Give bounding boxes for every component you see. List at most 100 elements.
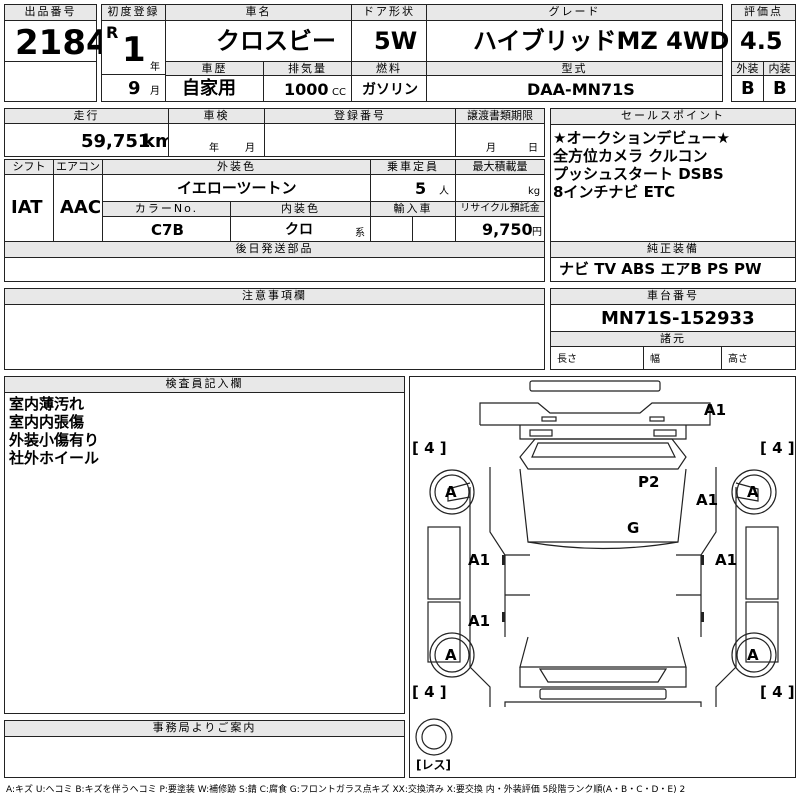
import-cell-2 (412, 216, 456, 242)
equipment-header: 純正装備 (550, 241, 796, 258)
damage-mark: A (445, 483, 457, 501)
month-unit: 月 (150, 86, 160, 97)
grade-header: グレード (426, 4, 723, 21)
lot-blank-cell (4, 61, 97, 102)
notes-header: 注意事項欄 (4, 288, 545, 305)
specs-header: 諸元 (550, 331, 796, 347)
door-type: 5W (374, 27, 418, 55)
first-registration-header: 初度登録 (101, 4, 166, 21)
exterior-header: 外装 (731, 61, 764, 76)
chassis-cell: MN71S-152933 (550, 304, 796, 332)
damage-mark: A1 (715, 551, 738, 569)
recycle-fee: 9,750 (482, 220, 533, 239)
reg-month: 9 (128, 78, 141, 99)
parts-later-header: 後日発送部品 (4, 241, 545, 258)
shift-header: シフト (4, 159, 54, 175)
mileage-cell: 59,751 km (4, 123, 174, 157)
car-name-header: 車名 (165, 4, 352, 21)
sales-point-box: ★オークションデビュー★ 全方位カメラ クルコン プッシュスタート DSBS 8… (550, 124, 796, 242)
registration-number-header: 登録番号 (264, 108, 456, 124)
fuel: ガソリン (362, 82, 418, 98)
color-number-header: カラーNo. (102, 201, 231, 217)
aircon-header: エアコン (53, 159, 103, 175)
damage-mark: A1 (696, 491, 719, 509)
car-name: クロスビー (216, 27, 336, 55)
damage-mark: A1 (468, 551, 491, 569)
reg-year: 1 (122, 30, 146, 70)
interior-color-unit: 系 (355, 228, 365, 239)
width-label: 幅 (650, 354, 660, 365)
displacement-header: 排気量 (263, 61, 352, 76)
capacity-header: 乗車定員 (370, 159, 456, 175)
history: 自家用 (182, 78, 236, 99)
damage-diagram: [ 4 ] [ 4 ] [ 4 ] [ 4 ] A1 P2 A1 G A A A… (409, 376, 796, 778)
lot-number-header: 出品番号 (4, 4, 97, 21)
damage-mark: P2 (638, 473, 660, 491)
sales-point-line: 8インチナビ ETC (553, 183, 676, 201)
score: 4.5 (740, 27, 783, 55)
score-header: 評価点 (731, 4, 796, 21)
aircon-cell: AAC (53, 174, 103, 242)
fuel-cell: ガソリン (351, 75, 427, 102)
recycle-unit: 円 (532, 227, 542, 238)
reg-month-cell: 9 月 (101, 74, 166, 102)
exterior-grade: B (741, 78, 755, 99)
tire-tread-front-left: [ 4 ] (412, 439, 447, 457)
shift: IAT (11, 197, 43, 218)
score-cell: 4.5 (731, 20, 796, 62)
tire-tread-rear-right: [ 4 ] (760, 683, 795, 701)
transfer-day-unit: 日 (528, 143, 538, 154)
parts-later-cell (4, 257, 545, 282)
chassis-header: 車台番号 (550, 288, 796, 305)
recycle-cell: 9,750 円 (455, 216, 545, 242)
door-cell: 5W (351, 20, 427, 62)
equipment-cell: ナビ TV ABS エアB PS PW (550, 257, 796, 282)
exterior-color-cell: イエローツートン (102, 174, 371, 202)
first-registration-cell: R 1 年 (101, 20, 166, 75)
length-cell: 長さ (550, 346, 644, 370)
capacity-cell: 5 人 (370, 174, 456, 202)
damage-mark: A (747, 483, 759, 501)
legend: A:キズ U:ヘコミ B:キズを伴うヘコミ P:要塗装 W:補修跡 S:錆 C:… (6, 785, 686, 795)
sales-point-header: セールスポイント (550, 108, 796, 125)
tire-tread-front-right: [ 4 ] (760, 439, 795, 457)
office-notice-cell (4, 736, 405, 778)
inspection-month-unit: 月 (245, 143, 255, 154)
exterior-color: イエローツートン (177, 179, 297, 197)
interior-grade: B (773, 78, 787, 99)
interior-color: クロ (285, 222, 313, 238)
aircon: AAC (60, 197, 102, 218)
grade: ハイブリッドMZ 4WD (473, 27, 730, 55)
import-header: 輸入車 (370, 201, 456, 217)
inspector-line: 室内薄汚れ (9, 395, 85, 413)
registration-number-cell (264, 123, 456, 157)
history-header: 車歴 (165, 61, 264, 76)
sales-point-line: ★オークションデビュー★ (553, 129, 730, 147)
max-load-cell: kg (455, 174, 545, 202)
mileage: 59,751 (81, 131, 151, 152)
interior-color-header: 内装色 (230, 201, 371, 217)
inspection-cell: 年 月 (168, 123, 265, 157)
capacity-unit: 人 (439, 186, 449, 197)
max-load-header: 最大積載量 (455, 159, 545, 175)
year-unit: 年 (150, 62, 160, 73)
notes-cell (4, 304, 545, 370)
length-label: 長さ (557, 354, 577, 365)
model-header: 型式 (426, 61, 723, 76)
shift-cell: IAT (4, 174, 54, 242)
sales-point-line: 全方位カメラ クルコン (553, 147, 708, 165)
car-name-cell: クロスビー (165, 20, 352, 62)
max-load-unit: kg (528, 186, 541, 197)
color-number: C7B (151, 221, 184, 239)
mileage-header: 走行 (4, 108, 169, 124)
interior-header: 内装 (763, 61, 796, 76)
grade-cell: ハイブリッドMZ 4WD (426, 20, 729, 62)
damage-mark: A1 (468, 612, 491, 630)
transfer-deadline-cell: 月 日 (455, 123, 545, 157)
width-cell: 幅 (643, 346, 722, 370)
inspection-header: 車検 (168, 108, 265, 124)
exterior-grade-cell: B (731, 75, 764, 102)
height-cell: 高さ (721, 346, 796, 370)
spare-tire-label: [レス] (416, 758, 451, 772)
chassis-number: MN71S-152933 (601, 308, 755, 329)
